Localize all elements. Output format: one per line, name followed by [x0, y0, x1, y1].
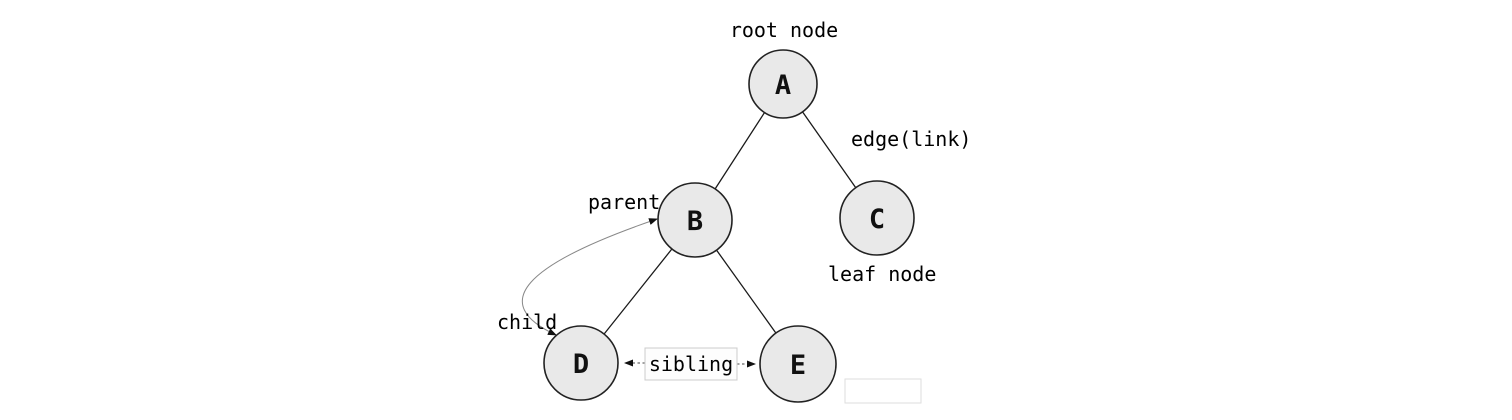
parent-child-arrow: [521, 218, 658, 336]
node-d-label: D: [573, 349, 589, 380]
diagram-annotations: root node edge(link) parent leaf node ch…: [497, 18, 971, 334]
node-b-label: B: [687, 206, 703, 237]
node-c-circle: [839, 180, 915, 256]
node-d-circle: [543, 325, 619, 401]
parent-label: parent: [588, 190, 660, 214]
node-c-label: C: [869, 204, 885, 235]
sibling-label: sibling: [649, 352, 733, 376]
edge-link-label: edge(link): [851, 127, 971, 151]
root-node-label: root node: [730, 18, 838, 42]
sibling-relation: sibling: [624, 347, 756, 381]
node-b-circle: [657, 182, 733, 258]
node-a-circle: [748, 49, 818, 119]
node-e-circle: [759, 325, 837, 403]
tree-nodes: A B C D E: [543, 49, 915, 403]
leaf-node-label: leaf node: [828, 262, 936, 286]
node-e-label: E: [790, 350, 806, 381]
sibling-box: [644, 347, 738, 381]
child-label: child: [497, 310, 557, 334]
node-a-label: A: [775, 70, 791, 101]
empty-label-box: [844, 378, 922, 404]
